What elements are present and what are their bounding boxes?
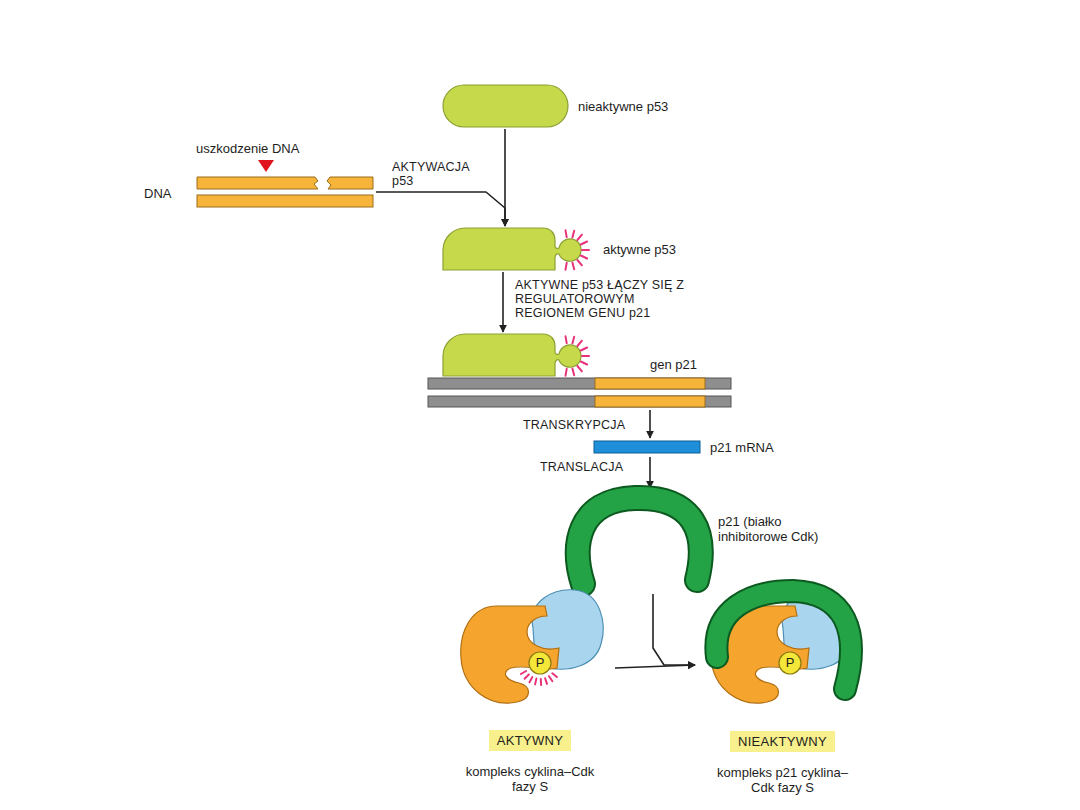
flow-arrow	[504, 129, 506, 226]
node-text: kompleks cyklina–Cdk fazy S	[455, 764, 605, 794]
damage-marker	[258, 160, 274, 172]
diagram-node: DNA	[140, 176, 376, 210]
flow-arrow	[502, 272, 504, 332]
node-text: kompleks p21 cyklina–Cdk fazy S	[708, 765, 858, 795]
node-text: nieaktywne p53	[578, 99, 668, 114]
node-text: AKTYWNY	[489, 730, 571, 751]
text-row: kompleks cyklina–Cdk fazy S	[445, 764, 615, 794]
flow-arrow	[615, 665, 695, 668]
flow-arrow	[653, 594, 695, 665]
phosphate-label: P	[778, 651, 802, 675]
step-label: TRANSKRYPCJA	[523, 418, 625, 432]
phosphate-circle: P	[528, 651, 552, 675]
annotation-label: uszkodzenie DNA	[196, 141, 299, 156]
flow-arrow	[649, 457, 651, 488]
diagram-node: p21 mRNA	[594, 438, 794, 457]
step-label: AKTYWNE p53 ŁĄCZY SIĘ Z REGULATOROWYM RE…	[515, 278, 703, 320]
node-text: NIEAKTYWNY	[730, 731, 835, 752]
text-row: kompleks p21 cyklina–Cdk fazy S	[695, 765, 870, 795]
node-graphic	[445, 588, 615, 794]
diagram-node: NIEAKTYWNY kompleks p21 cyklina–Cdk fazy …	[695, 585, 870, 797]
diagram-node: aktywne p53	[443, 226, 693, 272]
step-label: AKTYWACJA p53	[392, 160, 464, 188]
diagram-node: gen p21	[428, 332, 731, 410]
diagram-node: nieaktywne p53	[443, 85, 673, 129]
node-text: DNA	[144, 186, 171, 201]
node-text: gen p21	[650, 357, 697, 372]
flow-arrow	[649, 410, 651, 438]
node-text: p21 mRNA	[710, 440, 774, 455]
text-row: NIEAKTYWNY	[695, 731, 870, 752]
step-label: TRANSLACJA	[540, 460, 623, 474]
phosphate-circle: P	[778, 651, 802, 675]
diagram-node: p21 (białko inhibitorowe Cdk)	[565, 488, 840, 594]
diagram-node: AKTYWNY kompleks cyklina–Cdk fazy S P	[445, 588, 615, 796]
phosphate-label: P	[528, 651, 552, 675]
flow-arrow	[376, 192, 505, 226]
node-text: p21 (białko inhibitorowe Cdk)	[718, 514, 836, 544]
node-text: aktywne p53	[603, 242, 676, 257]
node-graphic	[140, 176, 376, 210]
text-row: AKTYWNY	[445, 730, 615, 751]
